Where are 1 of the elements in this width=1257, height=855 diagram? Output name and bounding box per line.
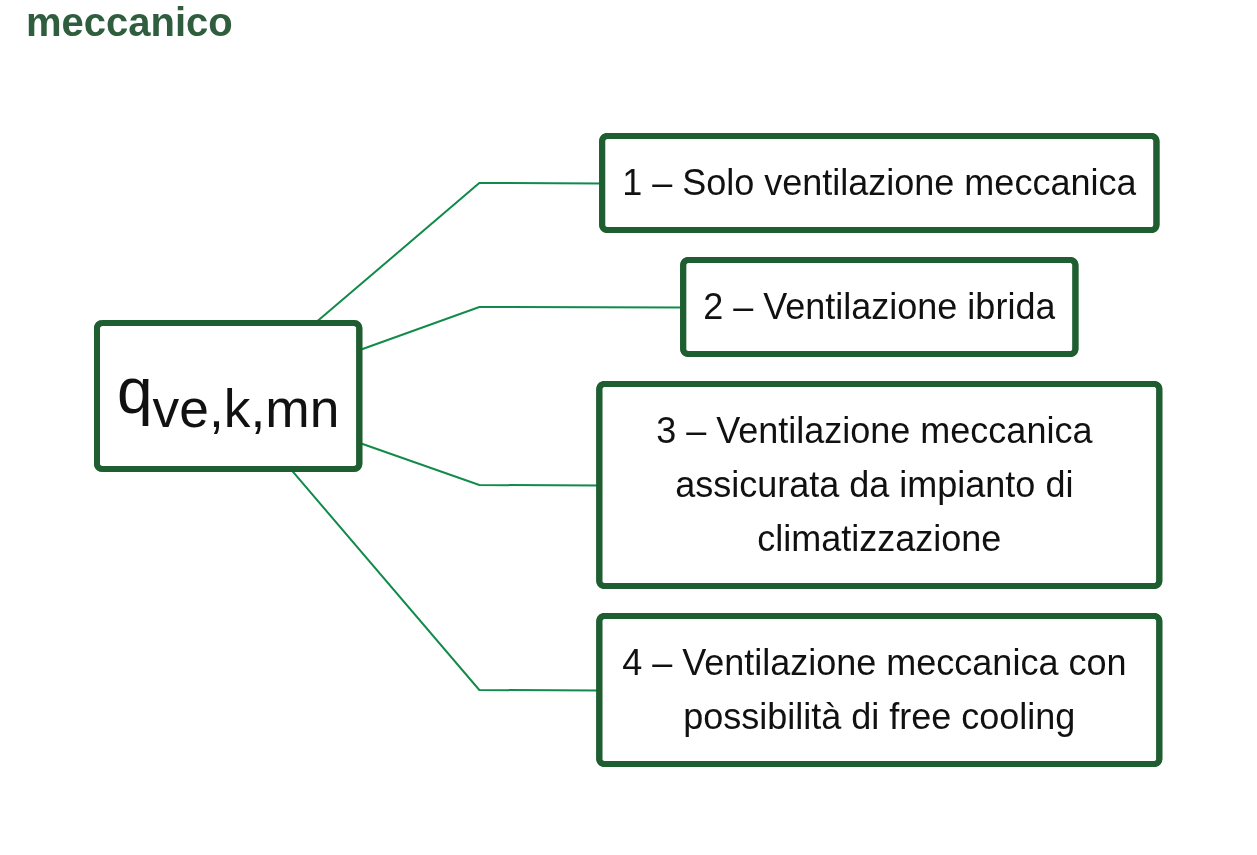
title: meccanico <box>26 0 233 45</box>
